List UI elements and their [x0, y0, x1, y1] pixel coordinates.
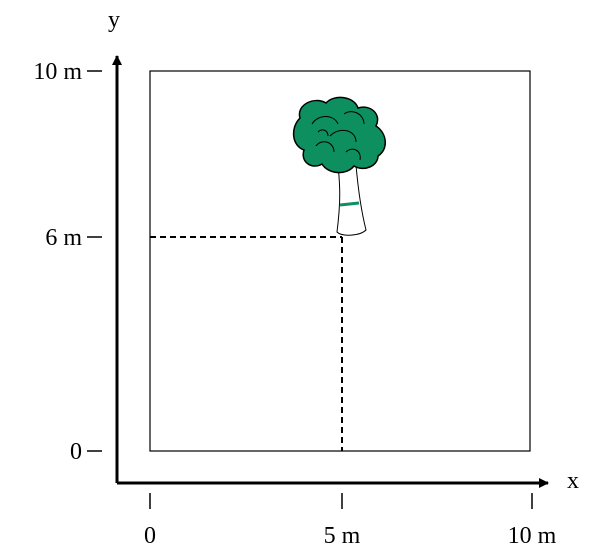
tree-icon: [294, 97, 386, 235]
x-tick-label-10: 10 m: [508, 523, 557, 548]
y-tick-label-6: 6 m: [45, 225, 82, 251]
tree-foliage: [294, 97, 386, 172]
trunk-band: [340, 203, 359, 205]
tree-trunk: [337, 165, 366, 235]
y-tick-label-0: 0: [70, 439, 82, 465]
x-tick-label-5: 5 m: [324, 523, 361, 548]
y-tick-label-10: 10 m: [33, 59, 82, 85]
y-axis-label: y: [108, 7, 120, 33]
x-tick-label-0: 0: [144, 523, 156, 548]
x-axis-label: x: [567, 468, 579, 494]
